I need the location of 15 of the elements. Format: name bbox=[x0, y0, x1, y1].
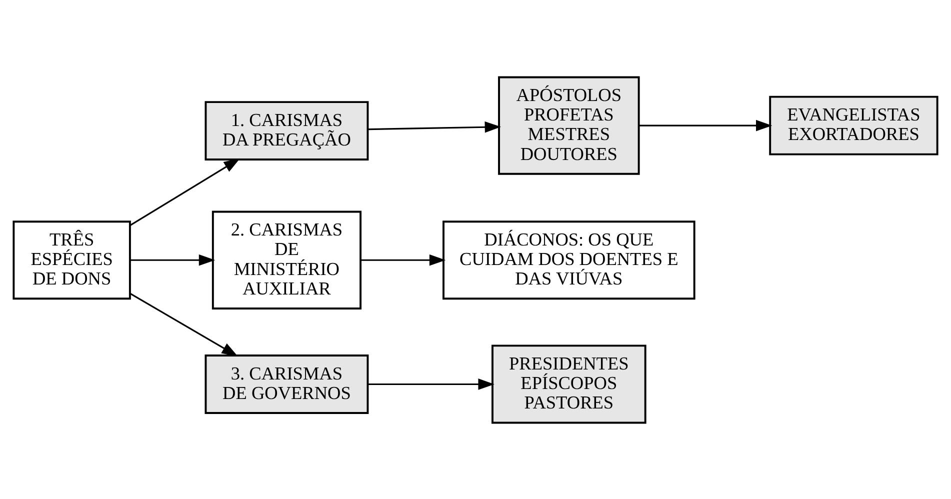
node-box: 3. CARISMAS DE GOVERNOS bbox=[204, 354, 369, 414]
arrow bbox=[360, 254, 446, 266]
node-box: PRESIDENTES EPÍSCOPOS PASTORES bbox=[492, 344, 646, 424]
arrow bbox=[368, 378, 494, 390]
node-box: EVANGELISTAS EXORTADORES bbox=[769, 95, 938, 155]
arrow bbox=[130, 292, 238, 356]
arrow bbox=[368, 120, 502, 132]
node-box: DIÁCONOS: OS QUE CUIDAM DOS DOENTES E DAS VIÚVAS bbox=[442, 220, 696, 300]
arrow bbox=[130, 158, 240, 226]
arrow bbox=[130, 254, 216, 266]
node-box: APÓSTOLOS PROFETAS MESTRES DOUTORES bbox=[498, 76, 640, 174]
arrow bbox=[638, 119, 772, 131]
node-box: 2. CARISMAS DE MINISTÉRIO AUXILIAR bbox=[212, 210, 362, 309]
node-box: 1. CARISMAS DA PREGAÇÃO bbox=[204, 100, 369, 160]
node-box: TRÊS ESPÉCIES DE DONS bbox=[12, 220, 131, 300]
